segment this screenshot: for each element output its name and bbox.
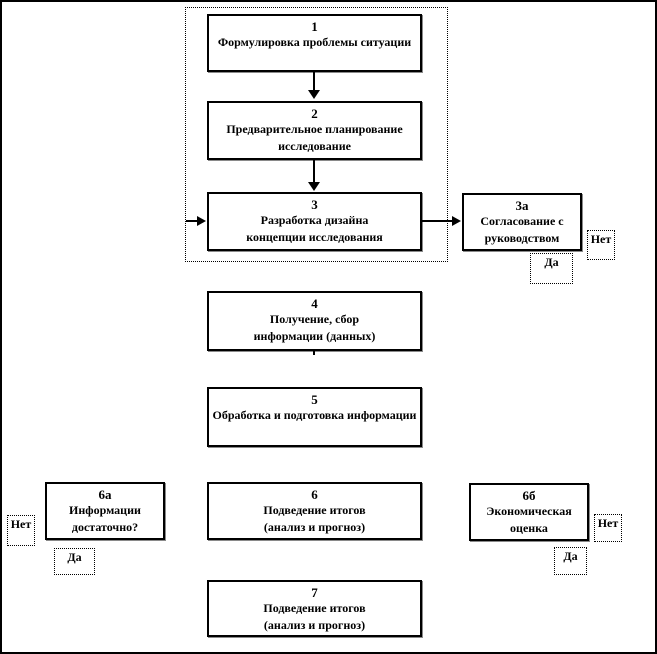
decision-no-6a: Нет [7,515,35,546]
box-text-line: Информации [69,503,141,517]
box-text-line: Подведение итогов [263,601,366,615]
arrow-into-3-head [197,216,206,226]
box-number: 5 [311,392,318,407]
flow-box-1: 1 Формулировка проблемы ситуации [207,14,422,72]
arrow-into-3-line [186,220,198,222]
flow-box-6b: 6б Экономическая оценка [469,483,589,541]
arrow-3-3a-head [452,216,461,226]
arrow-1-2-head [308,90,320,99]
box-number: 7 [311,585,318,600]
box-text-line: Предварительное планирование [226,122,403,136]
arrow-2-3-line [313,160,315,183]
box-number: 3 [311,197,318,212]
flow-box-6a: 6а Информации достаточно? [45,482,165,540]
box-number: 2 [311,106,318,121]
box-text-line: Разработка дизайна [260,213,369,227]
box-number: 4 [311,296,318,311]
box-text-line: (анализ и прогноз) [263,618,366,632]
decision-yes-6a: Да [54,548,95,575]
decision-yes-6b: Да [554,547,587,575]
decision-yes-3a: Да [530,253,573,284]
box-text-line: достаточно? [71,520,139,534]
flow-box-2: 2 Предварительное планирование исследова… [207,101,422,160]
box-number: 1 [311,19,318,34]
box-text-line: оценка [510,521,548,535]
flow-box-6: 6 Подведение итогов (анализ и прогноз) [207,482,422,540]
flow-box-5: 5 Обработка и подготовка информации [207,387,422,447]
box-text-line: Формулировка проблемы ситуации [217,35,412,49]
flow-box-7: 7 Подведение итогов (анализ и прогноз) [207,580,422,637]
box-text-line: информации (данных) [253,329,376,343]
decision-no-6b: Нет [594,514,622,542]
dashed-group-steps-1-3 [185,7,448,262]
decision-no-3a: Нет [587,230,615,260]
flow-box-4: 4 Получение, сбор информации (данных) [207,291,422,351]
box-text-line: Подведение итогов [263,503,366,517]
box-number: 6б [522,488,536,503]
flow-box-3a: 3а Согласование с руководством [462,193,582,251]
box-text-line: исследование [278,139,351,153]
box-text-line: концепции исследования [246,230,383,244]
arrow-stub-under-4 [313,350,315,355]
box-text-line: руководством [484,231,560,245]
box-text-line: Экономическая [486,504,572,518]
box-text-line: (анализ и прогноз) [263,520,366,534]
box-number: 6а [98,487,112,502]
box-number: 6 [311,487,318,502]
arrow-2-3-head [308,182,320,191]
arrow-1-2-line [313,72,315,91]
flow-box-3: 3 Разработка дизайна концепции исследова… [207,192,422,251]
arrow-3-3a-line [422,220,453,222]
box-number: 3а [515,198,529,213]
box-text-line: Согласование с [480,214,564,228]
box-text-line: Получение, сбор [269,312,360,326]
box-text-line: Обработка и подготовка информации [212,408,417,422]
